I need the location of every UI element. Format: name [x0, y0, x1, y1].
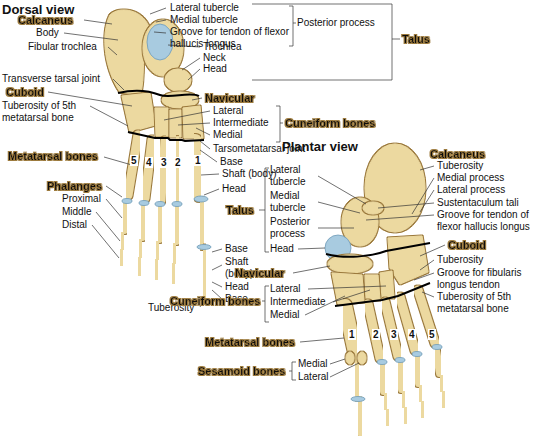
bone-name: Navicular — [205, 92, 255, 105]
part-label: Base — [220, 156, 243, 168]
bone-name: Phalanges — [47, 180, 102, 193]
bone-name: Talus — [402, 33, 430, 46]
bone-name: Navicular — [235, 267, 285, 280]
part-label: Body — [36, 27, 59, 39]
callout-number: 1 — [348, 329, 356, 340]
part-label: Intermediate — [270, 296, 326, 308]
bone-name: Metatarsal bones — [8, 150, 98, 163]
part-label: Medial tubercle — [170, 14, 238, 26]
part-label: Tuberosity — [437, 254, 483, 266]
part-label: Transverse tarsal joint — [2, 73, 100, 85]
plantar-foot — [325, 144, 444, 430]
part-label: Distal — [62, 219, 87, 231]
bone-name: Cuneiform bones — [170, 295, 260, 308]
bone-name: Talus — [226, 204, 254, 217]
part-label: Tuberosity — [437, 160, 483, 172]
part-label: Base — [225, 243, 248, 255]
part-label: Lateral tubercle — [170, 2, 239, 14]
callout-number: 2 — [174, 157, 182, 168]
part-label: Fibular trochlea — [28, 41, 97, 53]
part-label: Trochlea — [203, 41, 242, 53]
part-label: Tuberosity of 5th metatarsal bone — [2, 100, 94, 124]
part-label: Medial tubercle — [270, 190, 316, 214]
part-label: Intermediate — [213, 117, 269, 129]
bone-name: Cuboid — [448, 239, 486, 252]
part-label: Medial — [270, 309, 299, 321]
callout-number: 4 — [145, 157, 153, 168]
part-label: Head — [222, 183, 246, 195]
callout-number: 2 — [372, 329, 380, 340]
part-label: Medial — [298, 358, 327, 370]
part-label: Middle — [62, 206, 91, 218]
part-label: Head — [270, 243, 294, 255]
part-label: Lateral — [270, 283, 301, 295]
leader-lines — [48, 4, 445, 380]
part-label: Sustentaculum tali — [437, 197, 519, 209]
callout-number: 3 — [160, 157, 168, 168]
part-label: Groove for fibularis longus tendon — [437, 267, 537, 291]
callout-number: 1 — [194, 155, 202, 166]
part-label: Shaft (body) — [222, 168, 276, 180]
callout-number: 5 — [428, 329, 436, 340]
callout-number: 3 — [390, 329, 398, 340]
part-label: Lateral — [298, 371, 329, 383]
bone-name: Sesamoid bones — [198, 365, 285, 378]
bone-name: Calcaneus — [430, 148, 485, 161]
part-label: Posterior process — [270, 216, 316, 240]
view-title: Plantar view — [282, 139, 358, 154]
callout-number: 5 — [130, 155, 138, 166]
callout-number: 4 — [408, 329, 416, 340]
part-label: Lateral tubercle — [270, 164, 316, 188]
bone-name: Cuneiform bones — [285, 117, 375, 130]
dorsal-foot — [105, 10, 211, 292]
part-label: Posterior process — [297, 17, 375, 29]
bone-name: Cuboid — [6, 86, 44, 99]
part-label: Proximal — [62, 193, 101, 205]
part-label: Lateral process — [437, 184, 505, 196]
part-label: Head — [203, 63, 227, 75]
part-label: Groove for tendon of flexor hallucis lon… — [437, 209, 552, 233]
part-label: Medial — [213, 129, 242, 141]
part-label: Head — [225, 281, 249, 293]
bone-name: Calcaneus — [18, 14, 73, 27]
part-label: Neck — [203, 52, 226, 64]
part-label: Medial process — [437, 172, 504, 184]
part-label: Tuberosity of 5th metatarsal bone — [437, 291, 547, 315]
bone-name: Metatarsal bones — [205, 336, 295, 349]
part-label: Lateral — [213, 105, 244, 117]
